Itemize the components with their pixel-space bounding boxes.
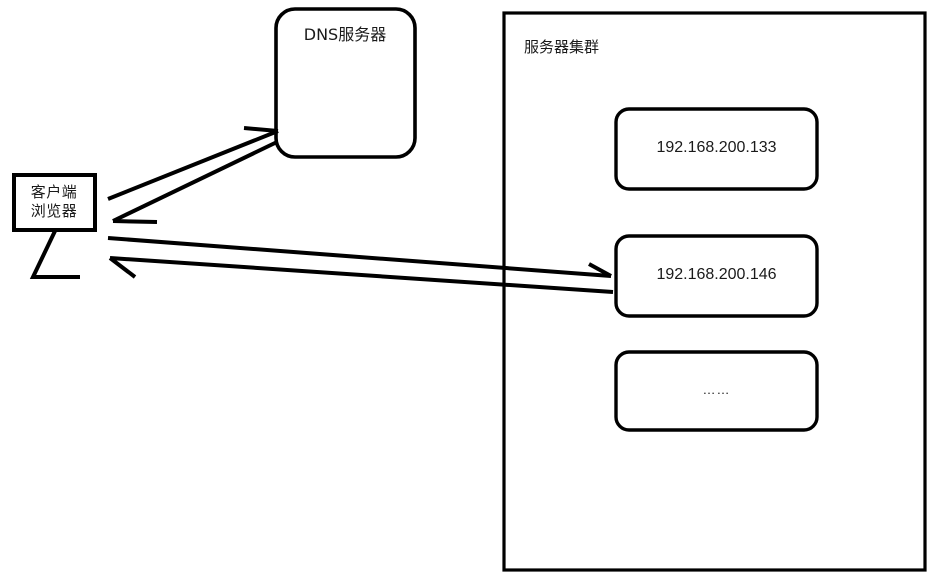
edge-client-to-server-line xyxy=(107,236,612,278)
client-browser-label: 客户端 浏览器 xyxy=(13,176,95,228)
server-box-192-168-200-146[interactable] xyxy=(614,234,819,318)
edge-client-to-dns-line xyxy=(107,129,279,201)
client-label-line-1: 客户端 xyxy=(30,183,78,202)
edge-server-to-client-arrowhead xyxy=(108,256,137,279)
server-box-192-168-200-133[interactable] xyxy=(614,107,819,191)
server-cluster-label: 服务器集群 xyxy=(524,38,600,56)
server-box-ellipsis[interactable] xyxy=(614,350,819,432)
dns-server-label: DNS服务器 xyxy=(303,25,387,44)
edge-dns-to-client-arrowhead xyxy=(112,219,158,224)
edge-dns-to-client-line xyxy=(112,140,278,223)
edge-client-to-server-arrowhead xyxy=(588,262,612,278)
client-label-line-2: 浏览器 xyxy=(30,202,78,220)
server-label-2: …… xyxy=(702,382,731,397)
dns-server-box[interactable] xyxy=(274,7,417,159)
client-screen-rect[interactable] xyxy=(12,173,97,232)
client-stand-triangle xyxy=(29,230,79,279)
edge-client-to-dns-arrowhead xyxy=(243,126,279,133)
server-label-0: 192.168.200.133 xyxy=(656,139,777,156)
edge-server-to-client-line xyxy=(109,256,614,294)
server-label-1: 192.168.200.146 xyxy=(656,266,777,283)
